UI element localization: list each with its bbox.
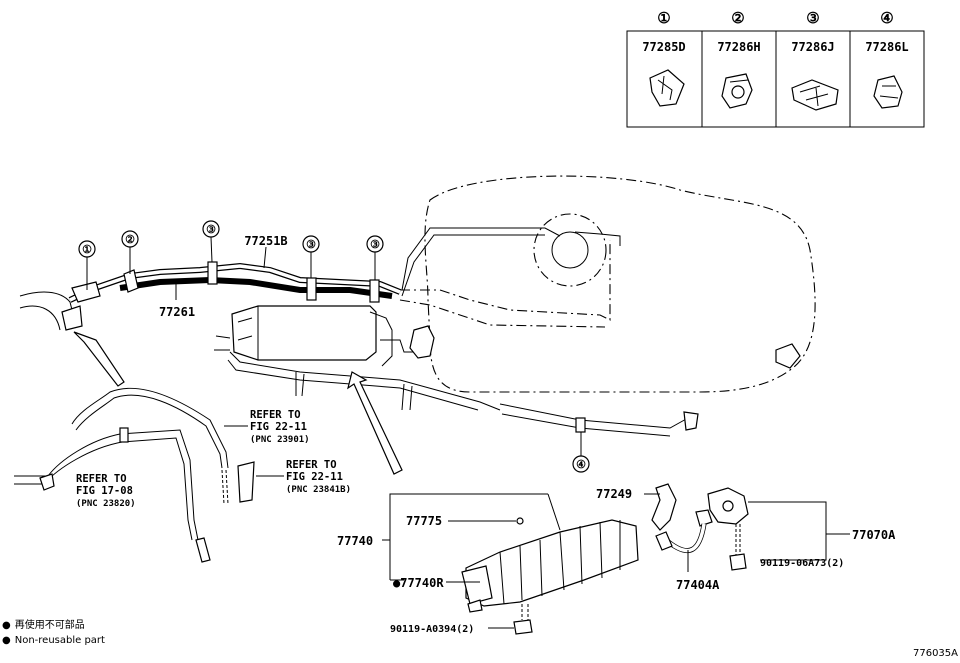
part-key-table: ① ② ③ ④ 77285D 77286H 77286J 77286L xyxy=(626,9,925,128)
label-77740: 77740 xyxy=(337,534,373,548)
pointer-arrows xyxy=(73,331,403,475)
callout-1-text: ① xyxy=(82,243,92,256)
label-77775: 77775 xyxy=(406,514,442,528)
label-77070A: 77070A xyxy=(852,528,896,542)
ref3-line2: FIG 17-08 xyxy=(76,485,133,497)
upper-vapor-lines xyxy=(19,227,699,437)
callout-2-text: ② xyxy=(125,233,135,246)
legend-en-text: Non-reusable part xyxy=(15,635,105,646)
legend-en-bullet: ● xyxy=(2,635,11,646)
valve-assembly xyxy=(644,483,850,572)
key-num-3: ③ xyxy=(806,9,819,27)
label-90119-A0394: 90119-A0394(2) xyxy=(390,624,474,635)
clamp-77286H-icon xyxy=(721,73,753,109)
label-77740R: ●77740R xyxy=(393,576,444,590)
legend-jp-bullet: ● xyxy=(2,620,11,631)
label-77740R-text: 77740R xyxy=(400,576,444,590)
key-code-1: 77285D xyxy=(642,40,685,54)
fuel-tank-outline xyxy=(399,175,816,393)
label-77404A: 77404A xyxy=(676,578,720,592)
ref3-line3: (PNC 23820) xyxy=(76,499,136,509)
callout-3a-text: ③ xyxy=(206,223,216,236)
reference-notes: REFER TO FIG 22-11 (PNC 23901) REFER TO … xyxy=(76,409,351,509)
label-90119-06A73: 90119-06A73(2) xyxy=(760,558,844,569)
callout-2 xyxy=(121,230,139,248)
clamp-77285D-icon xyxy=(649,69,685,107)
callout-1 xyxy=(78,240,96,258)
figure-id: 776035A xyxy=(913,648,958,659)
callout-3c xyxy=(366,235,384,253)
callout-4-text: ④ xyxy=(576,458,586,471)
clamp-77286L-icon xyxy=(873,75,903,109)
nonreusable-bullet: ● xyxy=(393,576,401,590)
key-num-2: ② xyxy=(731,9,744,27)
leader-lines xyxy=(86,236,582,456)
callout-3c-text: ③ xyxy=(370,238,380,251)
key-num-1: ① xyxy=(657,9,670,27)
label-77249: 77249 xyxy=(596,487,632,501)
legend-jp: ● 再使用不可部品 xyxy=(2,618,85,631)
ref1-line1: REFER TO xyxy=(250,409,301,421)
label-77251B: 77251B xyxy=(244,234,287,248)
ref1-line3: (PNC 23901) xyxy=(250,435,310,445)
left-pipes xyxy=(14,387,255,563)
key-code-2: 77286H xyxy=(717,40,760,54)
key-code-3: 77286J xyxy=(791,40,834,54)
callout-3b-text: ③ xyxy=(306,238,316,251)
ref2-line3: (PNC 23841B) xyxy=(286,485,351,495)
callout-3a xyxy=(202,220,220,238)
ref2-line1: REFER TO xyxy=(286,459,337,471)
callout-3b xyxy=(302,235,320,253)
callout-4 xyxy=(572,455,590,473)
ref1-line2: FIG 22-11 xyxy=(250,421,307,433)
clamp-77286J-icon xyxy=(791,79,839,111)
ref2-line2: FIG 22-11 xyxy=(286,471,343,483)
callouts: ① ② ③ ③ ③ ④ xyxy=(78,220,590,473)
key-code-4: 77286L xyxy=(865,40,908,54)
legend: ● 再使用不可部品 ● Non-reusable part xyxy=(2,618,105,646)
legend-jp-text: 再使用不可部品 xyxy=(15,618,85,631)
legend-en: ● Non-reusable part xyxy=(2,635,105,646)
label-77261: 77261 xyxy=(159,305,195,319)
canister-assembly xyxy=(382,493,639,635)
ref3-line1: REFER TO xyxy=(76,473,127,485)
key-num-4: ④ xyxy=(880,9,893,27)
